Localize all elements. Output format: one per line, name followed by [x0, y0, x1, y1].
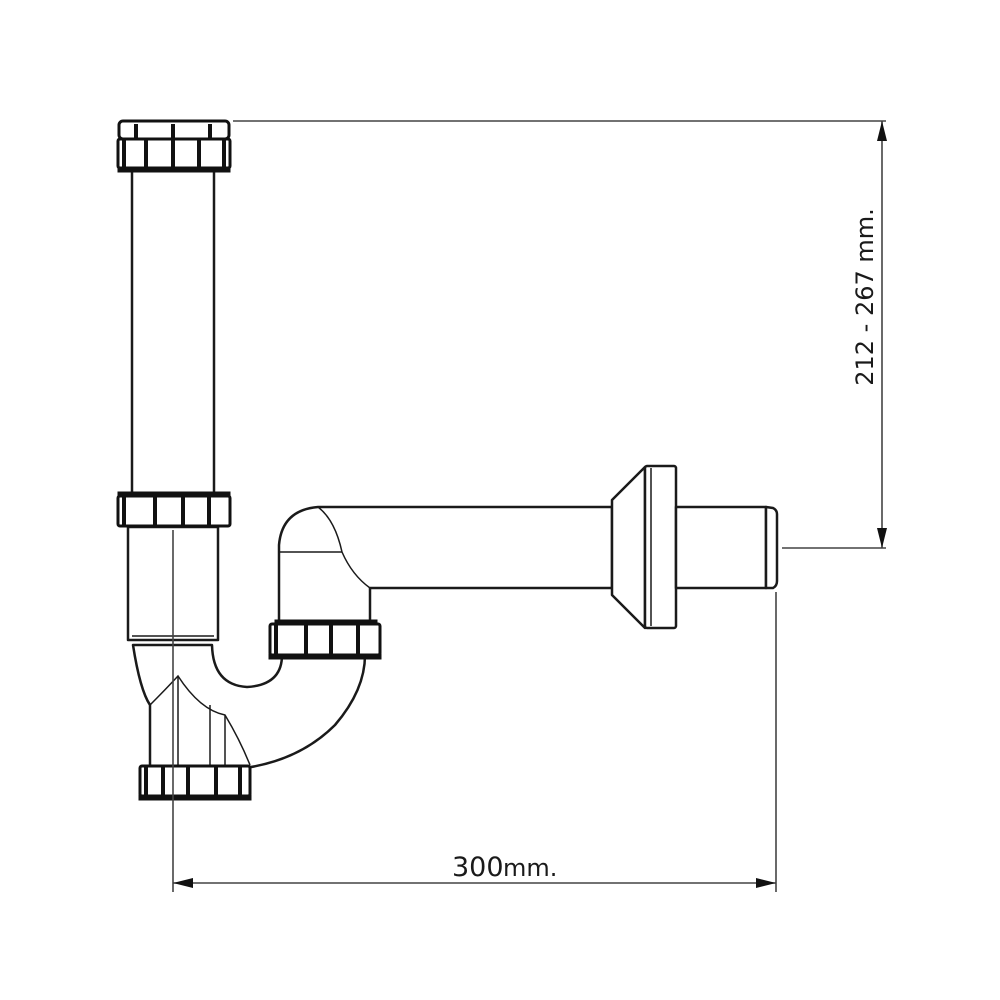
- arrow-right-icon: [756, 878, 776, 888]
- u-bend: [131, 643, 367, 770]
- width-unit: mm.: [503, 854, 557, 882]
- arrow-down-icon: [877, 528, 887, 548]
- outlet-stub: [674, 505, 768, 590]
- height-label: 212 - 267 mm.: [851, 208, 879, 386]
- arrow-left-icon: [173, 878, 193, 888]
- middle-nut: [116, 491, 232, 528]
- width-value: 300: [452, 852, 504, 883]
- arrow-up-icon: [877, 121, 887, 141]
- height-dimension: 212 - 267 mm.: [233, 120, 887, 549]
- elbow-pipe: [277, 505, 614, 624]
- right-nut: [268, 619, 382, 660]
- bottom-nut: [138, 764, 252, 801]
- width-dimension: 300 mm.: [173, 592, 777, 892]
- top-nut: [116, 119, 232, 173]
- wall-flange-plate: [643, 464, 678, 630]
- wall-flange-cone: [610, 465, 647, 630]
- outlet-end: [764, 505, 779, 590]
- upper-tube: [130, 168, 216, 497]
